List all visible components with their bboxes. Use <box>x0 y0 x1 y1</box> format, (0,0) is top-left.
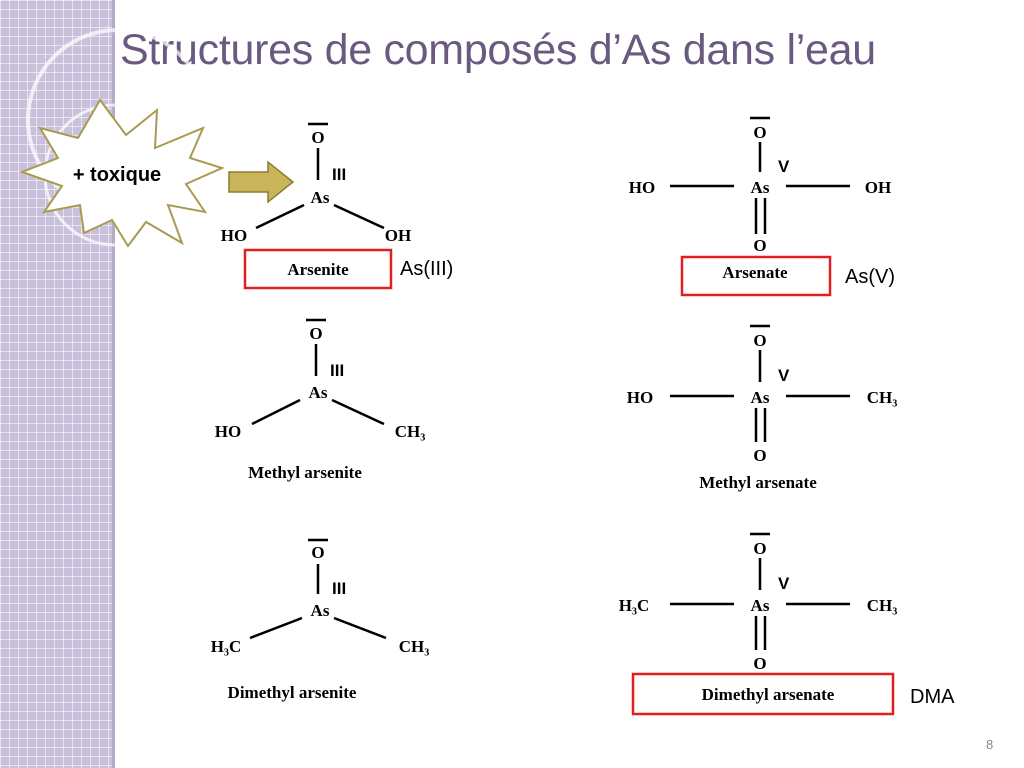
group-left: H₃C <box>211 637 242 656</box>
molecule-arsenate <box>670 116 850 234</box>
atom-arsenic: As <box>311 601 330 620</box>
group-right: CH₃ <box>867 596 898 615</box>
oxidation-state: V <box>778 574 790 593</box>
atom-oxygen: O <box>753 539 766 558</box>
atom-oxygen: O <box>311 543 324 562</box>
atom-oxygen: O <box>309 324 322 343</box>
group-left: HO <box>215 422 241 441</box>
slide-title: Structures de composés d’As dans l’eau <box>120 26 876 74</box>
group-right: OH <box>385 226 411 245</box>
group-right: OH <box>865 178 891 197</box>
atom-arsenic: As <box>751 388 770 407</box>
molecule-name: Arsenite <box>287 260 349 279</box>
molecule-methyl-arsenite <box>251 318 385 426</box>
highlight-box <box>243 248 393 290</box>
arrow-right-icon <box>228 160 295 204</box>
group-left: HO <box>629 178 655 197</box>
label-as3: As(III) <box>400 258 454 280</box>
atom-arsenic: As <box>751 596 770 615</box>
highlight-box <box>631 672 895 716</box>
atom-oxygen-double: O <box>753 654 766 673</box>
molecule-dimethyl-arsenate <box>670 532 850 650</box>
oxidation-state: V <box>778 157 790 176</box>
toxic-callout: + toxique <box>19 98 295 248</box>
atom-arsenic: As <box>751 178 770 197</box>
molecule-name: Dimethyl arsenate <box>702 685 835 704</box>
highlight-box <box>680 255 832 297</box>
molecule-name: Methyl arsenate <box>699 473 817 492</box>
toxic-label: + toxique <box>73 164 161 186</box>
atom-oxygen-double: O <box>753 236 766 255</box>
group-right: CH₃ <box>399 637 430 656</box>
molecule-name: Methyl arsenite <box>248 463 362 482</box>
group-left: HO <box>627 388 653 407</box>
group-right: CH₃ <box>867 388 898 407</box>
oxidation-state: III <box>330 361 344 380</box>
oxidation-state: III <box>332 579 346 598</box>
atom-arsenic: As <box>311 188 330 207</box>
page-number: 8 <box>986 737 994 752</box>
oxidation-state: III <box>332 165 346 184</box>
oxidation-state: V <box>778 366 790 385</box>
molecule-methyl-arsenate <box>670 324 850 442</box>
atom-oxygen: O <box>753 331 766 350</box>
starburst-icon <box>19 98 225 248</box>
atom-oxygen-double: O <box>753 446 766 465</box>
molecule-name: Arsenate <box>722 263 788 282</box>
molecule-arsenite <box>255 122 385 230</box>
molecule-dimethyl-arsenite <box>249 538 387 640</box>
group-right: CH₃ <box>395 422 426 441</box>
group-left: H₃C <box>619 596 650 615</box>
label-dma: DMA <box>910 686 955 708</box>
molecule-name: Dimethyl arsenite <box>228 683 357 702</box>
label-as5: As(V) <box>845 266 895 288</box>
group-left: HO <box>221 226 247 245</box>
atom-arsenic: As <box>309 383 328 402</box>
sidebar-edge <box>112 0 115 768</box>
atom-oxygen: O <box>311 128 324 147</box>
atom-oxygen: O <box>753 123 766 142</box>
